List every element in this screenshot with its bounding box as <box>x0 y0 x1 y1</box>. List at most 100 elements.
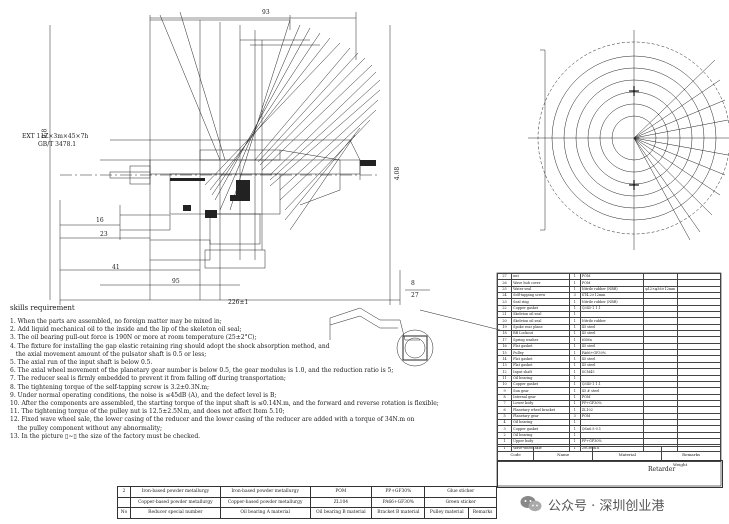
table-cell: 1 <box>568 380 581 389</box>
requirement-item: 10. After the components are assembled, … <box>10 400 439 408</box>
table-cell: 1 <box>568 279 581 287</box>
table-cell <box>676 374 722 382</box>
cell: ZL104 <box>309 496 373 508</box>
table-cell: 13 <box>496 361 513 370</box>
table-cell <box>676 336 722 344</box>
cell <box>117 496 131 508</box>
cell: PP+GF30% <box>371 486 426 498</box>
table-cell: 1 <box>568 418 581 427</box>
table-cell: 1 <box>568 330 581 338</box>
requirement-item: 4. The fixture for installing the gap el… <box>10 342 330 350</box>
cell: Copper-based powder metallurgy <box>219 496 311 508</box>
header-material: Material <box>592 446 663 462</box>
table-cell: 1 <box>568 317 581 325</box>
detail-view <box>329 307 501 367</box>
table-cell: 27 <box>496 272 513 281</box>
table-cell: 1 <box>568 374 581 382</box>
table-cell <box>676 349 722 357</box>
table-cell: 22 <box>496 304 513 313</box>
table-cell <box>676 323 722 332</box>
table-cell: 12 <box>496 368 513 376</box>
table-cell: 3 <box>568 292 581 300</box>
table-cell <box>676 361 722 370</box>
table-cell: φ12×φ36×12mm <box>643 285 678 294</box>
cell: Reducer special number <box>129 507 221 519</box>
callout-line1: EXT 11Z×3m×45×7h <box>22 133 89 140</box>
dimension-lines <box>49 12 430 305</box>
table-cell: 9 <box>496 387 513 395</box>
table-cell: 1 <box>568 342 581 351</box>
table-cell <box>676 317 722 325</box>
dim-8: 8 <box>411 280 415 287</box>
table-cell: 3 <box>568 412 581 420</box>
requirement-item: 1. When the parts are assembled, no fore… <box>10 318 222 325</box>
table-cell: 1 <box>568 425 581 433</box>
header-name: Name <box>533 446 594 462</box>
dim-41: 41 <box>112 264 120 271</box>
table-cell <box>676 304 722 313</box>
table-cell <box>676 285 722 294</box>
table-cell: 1 <box>568 437 581 446</box>
table-cell: 1 <box>496 437 513 446</box>
requirement-item: 8. The tightening torque of the self-tap… <box>10 383 210 391</box>
requirement-item: 7. The reducer seal is firmly embedded t… <box>10 375 286 383</box>
table-cell <box>676 311 722 319</box>
table-cell <box>676 412 722 420</box>
requirements-list: 1. When the parts are assembled, no fore… <box>10 318 510 441</box>
table-cell: 6 <box>496 406 513 414</box>
cell: Glue sticker <box>424 486 497 498</box>
table-cell: 8 <box>496 393 513 401</box>
table-cell <box>676 298 722 306</box>
table-cell <box>676 425 722 433</box>
requirement-item: 9. Under normal operating conditions, th… <box>10 391 277 399</box>
watermark: 公众号 · 深圳创业港 <box>520 486 720 522</box>
table-cell: 24 <box>496 292 513 300</box>
table-cell: 1 <box>568 406 581 414</box>
table-cell: 1 <box>568 304 581 313</box>
title-block: Weight Retarder <box>497 460 723 488</box>
table-cell: 25 <box>496 285 513 294</box>
table-cell <box>676 437 722 446</box>
table-cell: 11 <box>496 374 513 382</box>
top-view-circles <box>528 30 729 250</box>
requirement-item: 3. The oil bearing pull-out force is 190… <box>10 334 257 342</box>
requirement-item: 6. The axial wheel movement of the plane… <box>10 367 394 375</box>
table-cell: 18 <box>496 330 513 338</box>
table-cell: 3 <box>496 425 513 433</box>
table-cell: 1 <box>568 285 581 294</box>
cell: Green sticker <box>424 496 497 508</box>
requirement-item: the axial movement amount of the pulsato… <box>10 350 207 358</box>
table-cell: 10 <box>496 380 513 389</box>
table-cell: 26 <box>496 279 513 287</box>
table-cell: 1 <box>568 311 581 319</box>
table-cell <box>676 279 722 287</box>
requirements-title: skills requirement <box>10 304 75 312</box>
requirement-item: 2. Add liquid mechanical oil to the insi… <box>10 326 242 334</box>
table-cell: 1 <box>568 298 581 306</box>
cell: Bracket B material <box>371 507 426 519</box>
cell: Pulley material <box>424 507 470 519</box>
cell: Iron-based powder metallurgy <box>219 486 311 498</box>
table-cell: 1 <box>568 431 581 439</box>
table-cell <box>676 342 722 351</box>
